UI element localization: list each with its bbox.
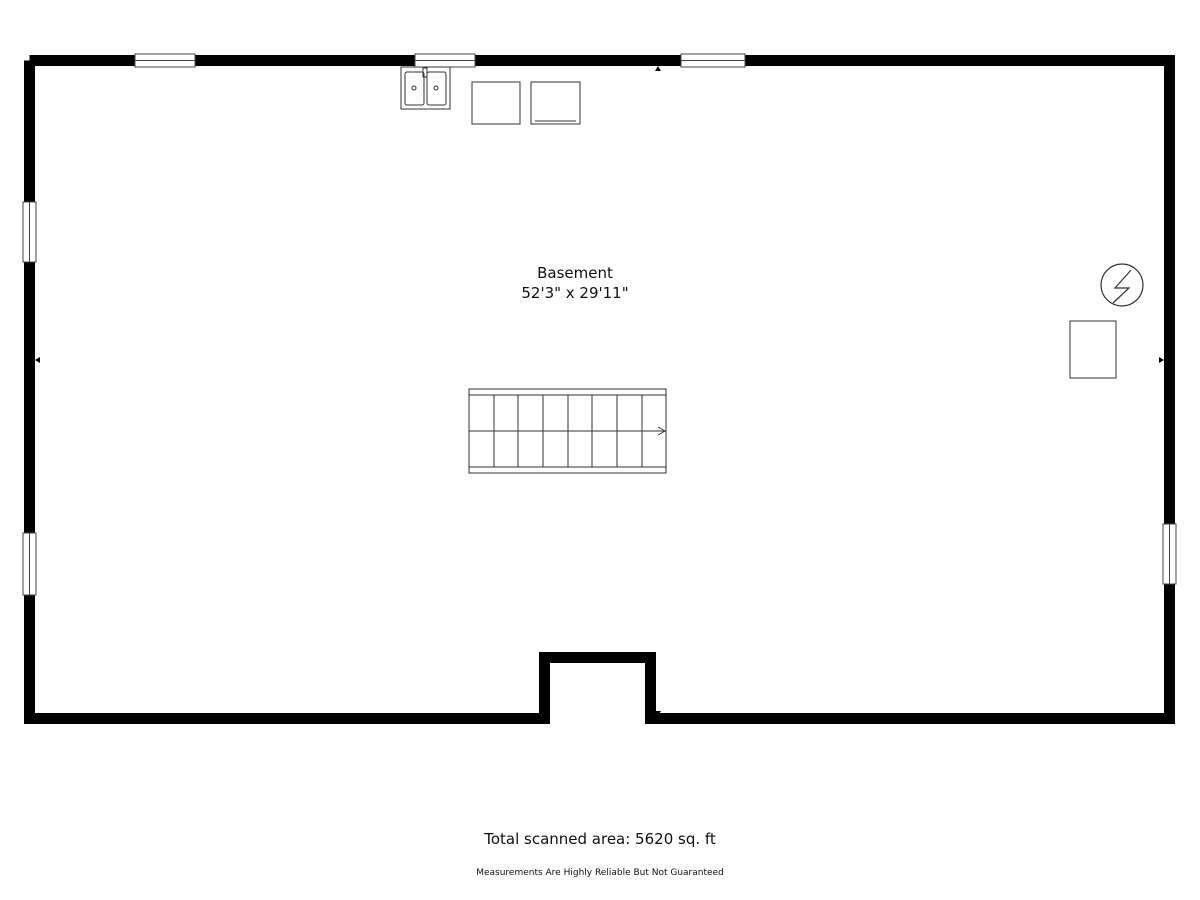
door-marker-bottom [655, 711, 661, 716]
window-top-3 [680, 53, 746, 68]
appliances-top [471, 81, 581, 125]
exterior-walls [24, 55, 1175, 724]
windows [22, 53, 1177, 596]
measurement-disclaimer: Measurements Are Highly Reliable But Not… [476, 868, 724, 878]
window-right-1 [1162, 523, 1177, 585]
room-name: Basement [537, 264, 613, 282]
stairs-icon [468, 388, 667, 474]
lightning-circle-icon [1100, 263, 1144, 307]
door-marker-left [35, 357, 40, 363]
window-top-2 [414, 53, 476, 68]
room-dimensions: 52'3" x 29'11" [521, 284, 629, 302]
door-marker-right [1159, 357, 1164, 363]
door-marker-top [655, 66, 661, 71]
utility-box [1069, 320, 1117, 379]
total-scanned-area: Total scanned area: 5620 sq. ft [484, 830, 716, 848]
stairs-arrow-icon [657, 426, 667, 436]
double-sink-icon [400, 66, 451, 110]
window-left-1 [22, 201, 37, 263]
door-markers [35, 66, 1164, 716]
appliance-box-1 [471, 81, 521, 125]
appliance-box-2 [530, 81, 581, 125]
window-left-2 [22, 532, 37, 596]
window-top-1 [134, 53, 196, 68]
